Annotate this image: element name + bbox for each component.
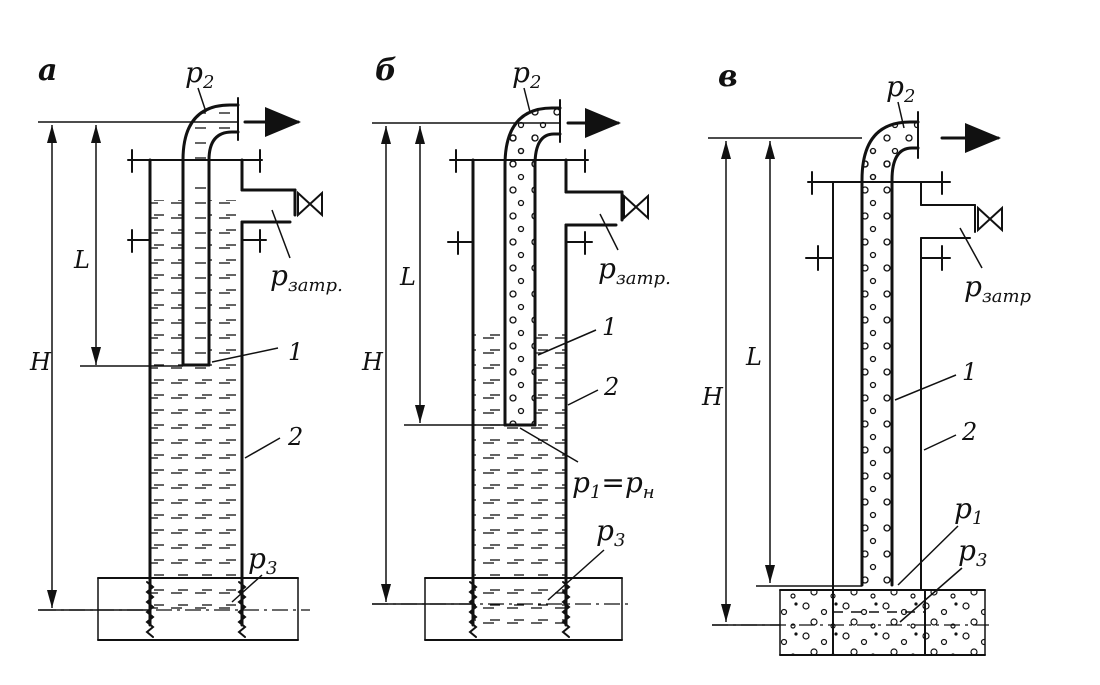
panel-b-valve-icon (623, 193, 649, 221)
panel-v-label-1: 1 (962, 358, 977, 386)
panel-b-p3-label: р3 (596, 514, 625, 551)
panel-v-gravel-zone (780, 590, 985, 655)
panel-b-L-label: L (399, 263, 416, 291)
panel-b-filter-left (468, 581, 478, 638)
panel-a-filter-right (237, 581, 247, 638)
panel-b-p2-label: р2 (512, 56, 541, 93)
panel-b-pzatr-label: рзатр. (598, 252, 671, 289)
panel-b-p1-pn-label: р1=рн (572, 466, 655, 503)
panel-v-H-label: H (701, 383, 724, 411)
panel-a-label-1: 1 (288, 338, 303, 366)
panel-a-label-2: 2 (287, 423, 303, 451)
panel-a-letter: а (38, 53, 57, 88)
panel-a-valve-icon (297, 190, 323, 218)
panel-v-lift-tube (860, 120, 920, 587)
panel-a-H-label: H (29, 348, 52, 376)
panel-v-p2-label: р2 (886, 70, 915, 107)
panel-b: б (361, 53, 671, 641)
panel-v-p3-label: р3 (958, 534, 987, 571)
panel-b-label-2: 2 (603, 373, 619, 401)
panel-v-gas-liquid-mixture (862, 150, 892, 585)
panel-v-letter: в (718, 59, 738, 94)
panel-a-lift-tube (181, 103, 240, 367)
panel-b-filter-right (561, 581, 571, 638)
panel-a: а (29, 53, 343, 641)
panel-v-label-2: 2 (961, 418, 977, 446)
panel-a-pzatr-label: рзатр. (270, 259, 343, 296)
panel-v-p1-label: р1 (954, 492, 983, 529)
panel-a-p3-label: р3 (248, 542, 277, 579)
panel-a-L-label: L (73, 246, 90, 274)
panel-a-p2-label: р2 (185, 56, 214, 93)
panel-b-H-label: H (361, 348, 384, 376)
panel-v: в (701, 59, 1032, 656)
panel-b-label-1: 1 (602, 313, 617, 341)
panel-v-L-label: L (745, 343, 762, 371)
panel-b-gas-liquid-mixture (505, 130, 535, 425)
panel-v-valve-icon (977, 205, 1003, 233)
panel-v-pzatr-label: рзатр (964, 270, 1032, 307)
panel-b-letter: б (375, 53, 397, 88)
